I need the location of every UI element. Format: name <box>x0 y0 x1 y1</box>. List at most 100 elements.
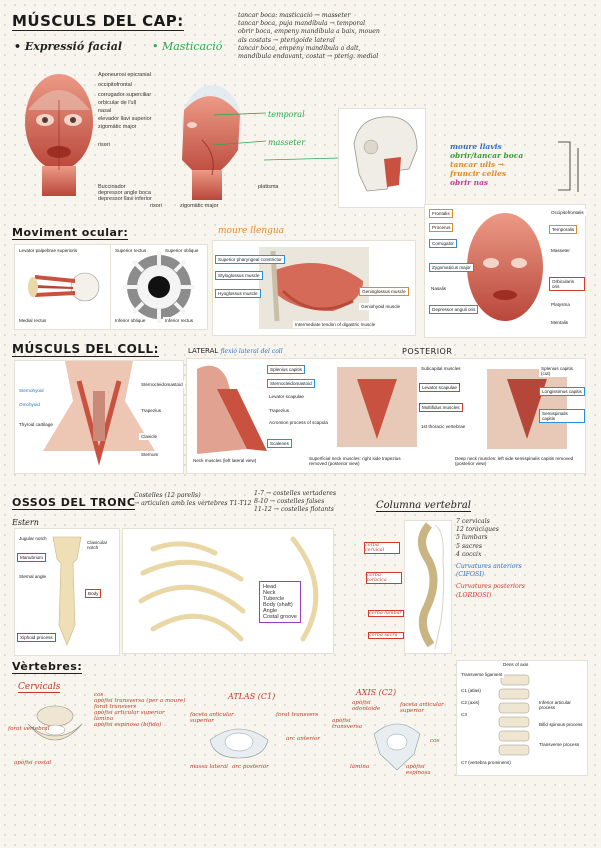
axis-label: faceta articular superior <box>400 702 444 714</box>
eye-directions-image: Superior rectus Superior oblique Inferio… <box>110 244 208 330</box>
cervical-label: apòfisi espinosa (bífida) <box>94 722 204 728</box>
neck-tag: Clavicle <box>139 433 159 440</box>
sternum-tag: Xiphoid process <box>17 633 56 642</box>
neck-lat-tag: Trapezius <box>267 407 291 414</box>
cervical-label: forat vertebral <box>8 726 50 732</box>
cervicals-heading: Cervicals <box>18 682 60 693</box>
axis-label: apòfisi odontoide <box>352 700 392 712</box>
head-tag: Temporalis <box>549 225 577 234</box>
sternum-tag: Jugular notch <box>17 535 49 542</box>
neck-caption: Superficial neck muscles: right side tra… <box>307 455 421 467</box>
column-tag: Bifid spinous process <box>537 721 585 728</box>
head-tag: Corrugator <box>429 239 457 248</box>
neck-caption: Neck muscles (left lateral view) <box>191 457 258 464</box>
section-title-vertebres: Vèrtebres: <box>12 660 82 674</box>
columna-heading: Columna vertebral <box>376 500 471 512</box>
rib-type: 1-7 → costelles vertaderes <box>254 490 364 498</box>
face-label: elevador llavi superior <box>98 116 174 122</box>
axis-heading: AXIS (C2) <box>356 688 396 697</box>
face-label: Aponeurosi epicranial <box>98 72 174 78</box>
neck-tag: Trapezius <box>139 407 163 414</box>
head-tag: Platysma <box>549 301 572 308</box>
platisma-label: platisma <box>258 184 278 190</box>
neck-muscles-panels: Splenius capitis Sternocleidomastoid Lev… <box>186 358 586 474</box>
note-line: tancar boca: masticació → masseter <box>238 12 588 20</box>
neck-post-tag: Levator scapulae <box>419 383 460 392</box>
spine-tag: corba sacra <box>368 632 404 639</box>
tongue-tag: Geniohyoid muscle <box>359 303 402 310</box>
eye-tag: Medial rectus <box>17 317 48 324</box>
neck-lat-tag: Levator scapulae <box>267 393 306 400</box>
column-tag: Inferior articular process <box>537 699 585 711</box>
costelles-sub: → articulen amb les vèrtebres T1-T12 <box>134 500 252 508</box>
note-line: obrir boca, empeny mandíbula a baix, mou… <box>238 28 588 36</box>
head-tag: Orbicularis oris <box>549 277 585 291</box>
neck-post-tag: Subcapital muscles <box>419 365 463 372</box>
spine-count: 12 toràciques <box>456 526 586 534</box>
spine-count: 5 lumbars <box>456 534 586 542</box>
atlas-label: arc posterior <box>232 764 269 770</box>
head-tag: Zygomaticus major <box>429 263 474 272</box>
note-line: tancar boca, empeny mandíbula a dalt, <box>238 45 588 53</box>
column-tag: C2 (axis) <box>459 699 481 706</box>
tongue-tag: Styloglossus muscle <box>215 271 263 280</box>
legend-item: obrir/tancar boca <box>450 151 560 160</box>
face-label: zigomàtic major <box>98 124 174 130</box>
column-tag: C1 (atlas) <box>459 687 483 694</box>
face-bottom-labels: Buccinador depressor angle boca depresso… <box>98 184 178 202</box>
masticacio-notes: tancar boca: masticació → masseter tanca… <box>238 12 588 61</box>
column-tag: Dens of axis <box>501 661 530 668</box>
cervical-label: apòfisi costal <box>14 760 74 766</box>
section-title-moviment: Moviment ocular: <box>12 226 128 240</box>
sternum-tag: Manubrium <box>17 553 46 562</box>
spine-count: 4 coccix <box>456 551 586 559</box>
face-label: risori <box>150 203 162 209</box>
neck-front-image: Sternohyoid Omohyoid Thyroid cartilage S… <box>14 360 184 474</box>
section-title-coll: MÚSCULS DEL COLL: <box>12 342 159 357</box>
tongue-tag: Intermediate tendon of digastric muscle <box>293 321 377 328</box>
spine-counts: 7 cervicals 12 toràciques 5 lumbars 5 sa… <box>456 518 586 600</box>
neck-post-tag: Semispinalis capitis <box>539 409 585 423</box>
head-tag: Procerus <box>429 223 453 232</box>
neck-tag: Sternocleidomastoid <box>139 381 185 388</box>
head-tag: Masseter <box>549 247 572 254</box>
column-tag: C7 (vertebra prominens) <box>459 759 513 766</box>
spine-count: 7 cervicals <box>456 518 586 526</box>
legend-item: moure llavis <box>450 142 560 151</box>
face-label: nasal <box>98 108 174 114</box>
spine-image <box>404 520 452 654</box>
section-title-cap: MÚSCULS DEL CAP: <box>12 12 184 31</box>
legend-item: obrir nas <box>450 178 560 187</box>
curvature-anterior: Curvatures anteriors (CIFOSI) <box>456 563 536 579</box>
axis-label: apòfisi transversa <box>332 718 372 730</box>
curvature-posterior: Curvatures posteriors (LORDOSI) <box>456 583 536 599</box>
head-tag: Nasalis <box>429 285 448 292</box>
atlas-label: arc anterior <box>286 736 326 742</box>
section-title-tronc: OSSOS DEL TRONC <box>12 496 135 510</box>
neck-post-tag: Splenius capitis (cut) <box>539 365 585 377</box>
note-line: tancar boca, puja mandíbula → temporal <box>238 20 588 28</box>
tongue-tag: Hyoglossus muscle <box>215 289 261 298</box>
costelles-notes: Costelles (12 parells) → articulen amb l… <box>134 492 252 508</box>
costelles-title: Costelles (12 parells) <box>134 492 252 500</box>
masticacio-heading: • Masticació <box>152 40 222 53</box>
eye-tag: Inferior oblique <box>113 317 147 324</box>
neck-post-tag: Multifidus muscles <box>419 403 463 412</box>
expressio-facial-heading: • Expressió facial <box>14 40 122 53</box>
neck-lat-tag: Splenius capitis <box>267 365 305 374</box>
axis-label: làmina <box>350 764 369 770</box>
lateral-heading: LATERAL flexió lateral del coll <box>188 347 283 355</box>
legend-item: tancar ulls → <box>450 160 560 169</box>
atlas-label: massa lateral <box>190 764 230 770</box>
rib-type: 11-12 → costelles flotants <box>254 506 364 514</box>
rib-types: 1-7 → costelles vertaderes 8-10 → costel… <box>254 490 364 515</box>
neck-tag: Sternum <box>139 451 160 458</box>
eye-muscles-lateral-image: Levator palpebrae superioris Medial rect… <box>14 244 112 330</box>
spine-count: 5 sacres <box>456 543 586 551</box>
moure-llengua-heading: moure llengua <box>218 226 284 236</box>
face-labels: Aponeurosi epicranial occipitofrontal co… <box>98 72 174 150</box>
face-label: zigomàtic major <box>180 203 219 209</box>
neck-caption: Deep neck muscles: left side semispinali… <box>453 455 577 467</box>
rib-part: Costal groove <box>263 614 297 620</box>
head-tag: Frontalis <box>429 209 453 218</box>
